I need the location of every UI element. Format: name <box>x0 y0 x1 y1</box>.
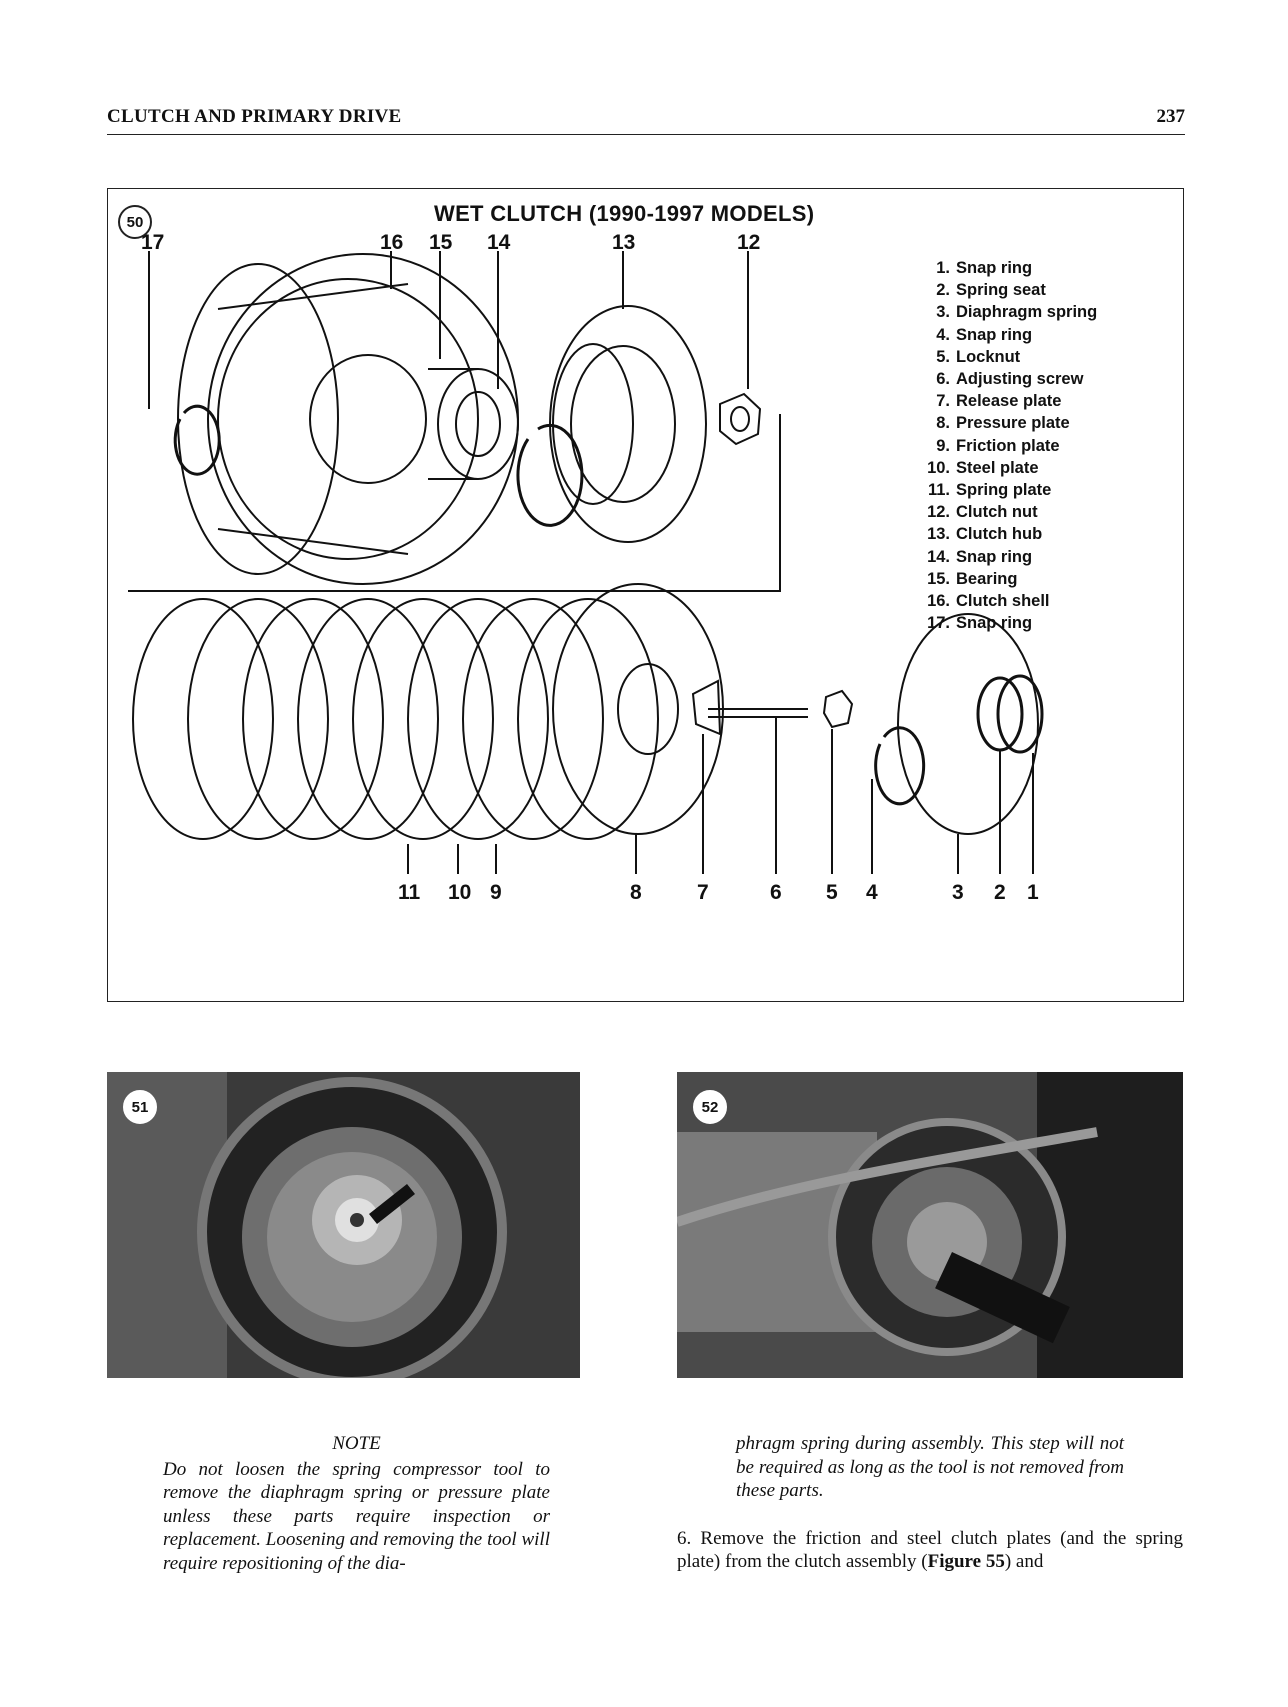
release-plate-shape <box>691 679 722 736</box>
figure-reference: Figure 55 <box>927 1551 1005 1572</box>
section-title: CLUTCH AND PRIMARY DRIVE <box>107 106 402 127</box>
photo-number-badge: 51 <box>123 1090 157 1124</box>
callout-4: 4 <box>866 881 878 904</box>
note-heading: NOTE <box>332 1433 381 1454</box>
callout-14: 14 <box>487 231 511 254</box>
callout-3: 3 <box>952 881 964 904</box>
legend-item: 3.Diaphragm spring <box>936 303 1098 322</box>
legend-item: 12.Clutch nut <box>927 503 1038 522</box>
locknut-shape <box>822 689 854 729</box>
callout-12: 12 <box>737 231 760 254</box>
legend-item: 8.Pressure plate <box>936 414 1070 433</box>
snap-ring-17-shape <box>173 404 221 476</box>
callout-10: 10 <box>448 881 471 904</box>
legend-item: 13.Clutch hub <box>927 525 1043 544</box>
clutch-photo-52 <box>677 1072 1183 1378</box>
pressure-plate-shape <box>552 583 724 835</box>
clutch-photo-51 <box>107 1072 580 1378</box>
legend-item: 16.Clutch shell <box>927 592 1050 611</box>
legend-item: 5.Locknut <box>936 347 1021 366</box>
legend-item: 11.Spring plate <box>927 481 1052 500</box>
legend-item: 10.Steel plate <box>927 458 1039 477</box>
clutch-hub-shape <box>549 305 707 543</box>
callout-6: 6 <box>770 881 782 904</box>
running-header: CLUTCH AND PRIMARY DRIVE 237 <box>107 104 1185 135</box>
legend-item: 6.Adjusting screw <box>936 370 1084 389</box>
legend-item: 2.Spring seat <box>936 281 1046 300</box>
photo-number-badge: 52 <box>693 1090 727 1124</box>
exploded-clutch-drawing: 17 16 15 14 13 12 11 10 9 8 7 6 5 4 3 2 … <box>128 231 1044 904</box>
snap-ring-4-shape <box>874 726 926 806</box>
legend-item: 4.Snap ring <box>936 325 1033 344</box>
callout-5: 5 <box>826 881 838 904</box>
legend-item: 17.Snap ring <box>927 614 1033 633</box>
note-block: NOTE Do not loosen the spring compressor… <box>163 1432 550 1575</box>
figure-50: 50 WET CLUTCH (1990-1997 MODELS) <box>107 188 1184 1002</box>
legend-item: 15.Bearing <box>927 569 1018 588</box>
legend-item: 9.Friction plate <box>936 436 1060 455</box>
clutch-nut-shape <box>719 392 762 446</box>
right-column: phragm spring during assembly. This step… <box>677 1432 1183 1574</box>
callout-16: 16 <box>380 231 403 254</box>
callout-13: 13 <box>612 231 635 254</box>
callout-11: 11 <box>398 881 421 904</box>
page-number: 237 <box>1156 106 1186 127</box>
legend-item: 14.Snap ring <box>927 547 1033 566</box>
note-text-right: phragm spring during assembly. This step… <box>736 1433 1124 1501</box>
legend-item: 7.Release plate <box>936 392 1062 411</box>
callout-7: 7 <box>697 881 709 904</box>
callout-17: 17 <box>141 231 164 254</box>
callout-8: 8 <box>630 881 642 904</box>
note-text-left: Do not loosen the spring compressor tool… <box>163 1458 550 1574</box>
photo-52: 52 <box>677 1072 1183 1378</box>
diaphragm-spring-shape <box>897 613 1039 835</box>
callout-2: 2 <box>994 881 1006 904</box>
callout-15: 15 <box>429 231 453 254</box>
legend-item: 1.Snap ring <box>936 259 1033 277</box>
step-6-paragraph: 6. Remove the friction and steel clutch … <box>677 1527 1183 1573</box>
callout-1: 1 <box>1027 881 1039 904</box>
photo-51: 51 <box>107 1072 580 1378</box>
snap-ring-14-shape <box>516 423 584 527</box>
figure-number-badge: 50 <box>118 205 152 239</box>
callout-9: 9 <box>490 881 502 904</box>
parts-legend: 1.Snap ring 2.Spring seat 3.Diaphragm sp… <box>920 257 1097 634</box>
figure-title: WET CLUTCH (1990-1997 MODELS) <box>434 201 815 226</box>
